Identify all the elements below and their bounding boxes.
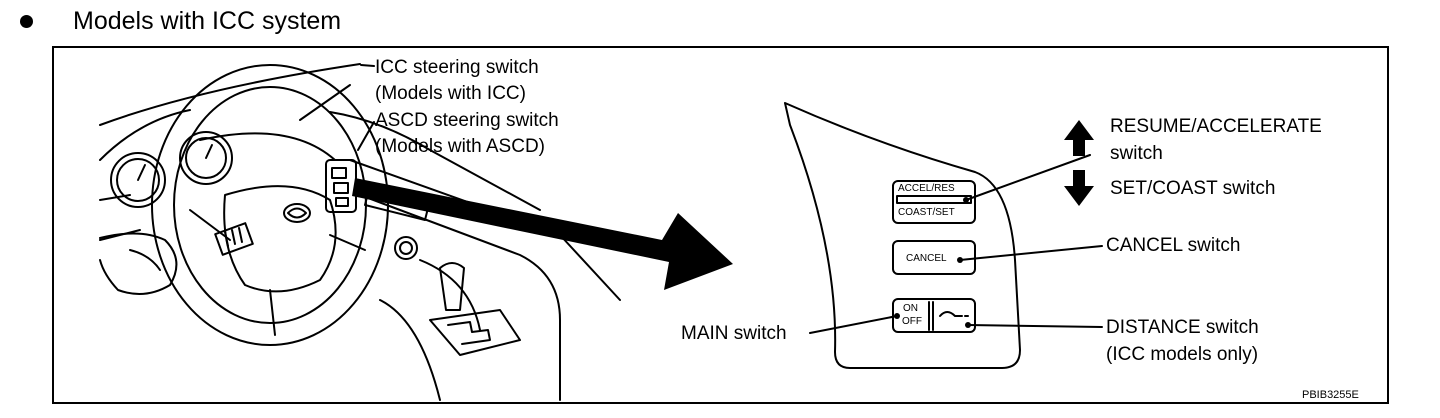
resume-accelerate-label: RESUME/ACCELERATE — [1110, 116, 1322, 137]
ascd-steering-switch-note: (Models with ASCD) — [375, 136, 545, 157]
accel-res-button-label: ACCEL/RES — [898, 183, 955, 194]
main-distance-button-shape — [892, 298, 976, 333]
resume-accelerate-switch-word: switch — [1110, 143, 1163, 164]
ascd-steering-switch-label: ASCD steering switch — [375, 110, 559, 131]
dashboard-illustration — [99, 63, 621, 401]
down-arrow-icon — [1064, 170, 1094, 206]
gear-shifter — [429, 262, 521, 356]
main-switch-label: MAIN switch — [681, 323, 787, 344]
icc-steering-switch-label: ICC steering switch — [375, 57, 539, 78]
zoom-arrow — [352, 178, 733, 290]
up-arrow-icon — [1064, 120, 1094, 156]
driver-hand — [99, 232, 178, 295]
figure-code: PBIB3255E — [1302, 389, 1359, 401]
bullet-icon — [20, 14, 33, 28]
cancel-switch-label: CANCEL switch — [1106, 235, 1241, 256]
icc-steering-switch-note: (Models with ICC) — [375, 83, 526, 104]
cancel-button-shape — [892, 240, 976, 275]
on-button-label: ON — [903, 303, 918, 314]
distance-switch-note: (ICC models only) — [1106, 344, 1259, 365]
left-spoke-switches — [214, 222, 254, 256]
set-coast-label: SET/COAST switch — [1110, 178, 1276, 199]
section-title: Models with ICC system — [73, 6, 342, 35]
section-heading: Models with ICC system — [20, 4, 341, 38]
switch-panel-outline — [784, 102, 1021, 369]
coast-set-button-label: COAST/SET — [898, 207, 955, 218]
off-button-label: OFF — [902, 316, 922, 327]
steering-wheel — [151, 64, 389, 346]
distance-switch-label: DISTANCE switch — [1106, 317, 1259, 338]
accel-coast-button-shape — [892, 180, 976, 224]
cancel-button-label: CANCEL — [906, 253, 947, 264]
diagram-frame — [52, 46, 1389, 404]
